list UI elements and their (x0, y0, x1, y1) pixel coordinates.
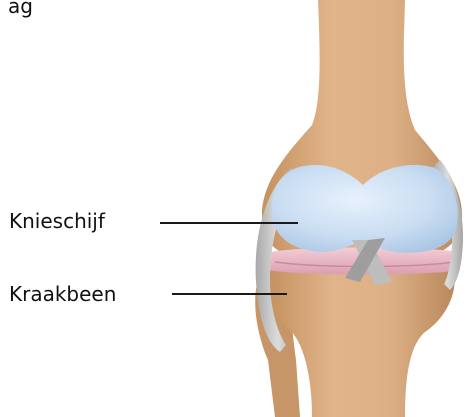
leader-line-kraakbeen (172, 293, 287, 295)
top-label-fragment: ag (8, 0, 33, 16)
leader-line-knieschijf (160, 222, 298, 224)
label-knieschijf: Knieschijf (9, 211, 105, 231)
label-kraakbeen: Kraakbeen (9, 284, 116, 304)
